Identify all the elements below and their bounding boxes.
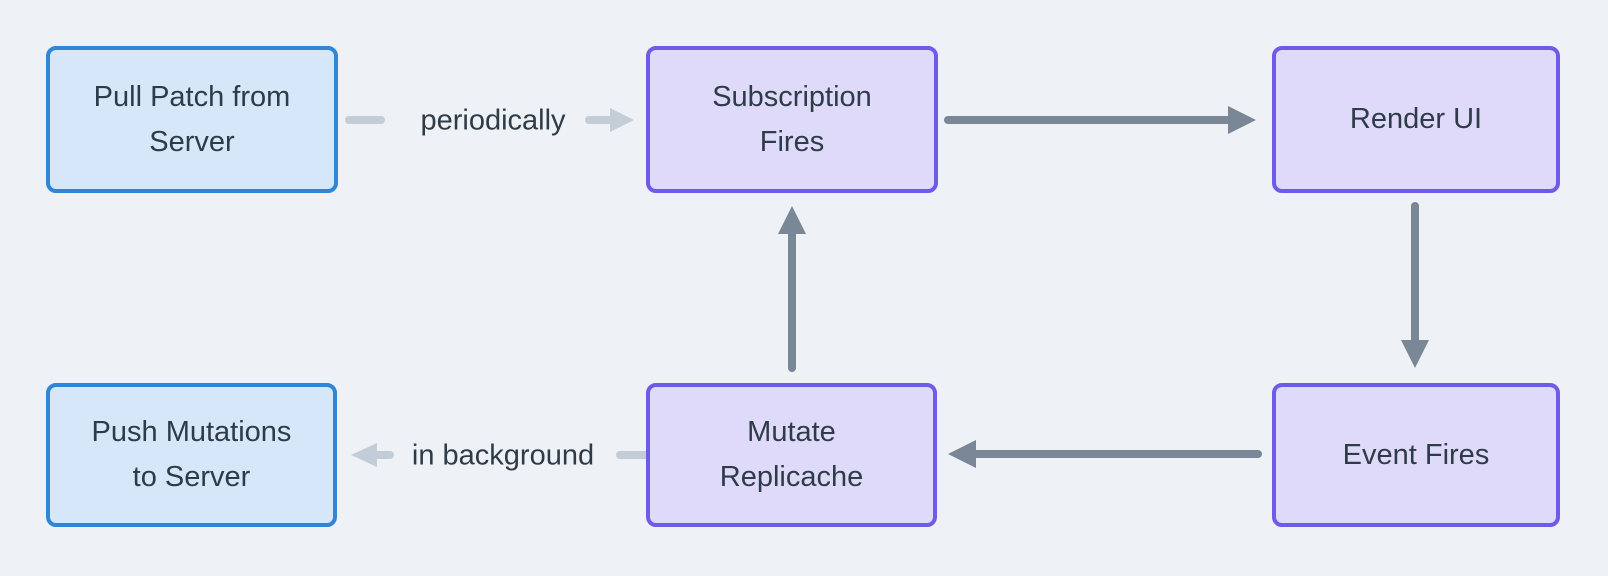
node-render-ui: Render UI [1272, 46, 1560, 193]
edge-event-to-mutate [948, 440, 1262, 468]
edge-label-periodically: periodically [420, 104, 566, 137]
node-subscription-fires: Subscription Fires [646, 46, 938, 193]
arrow-up-icon [778, 206, 806, 234]
edge-subscription-to-render [944, 106, 1256, 134]
arrow-down-icon [1401, 340, 1429, 368]
arrow-left-icon [948, 440, 976, 468]
node-pull-patch-from-server: Pull Patch from Server [46, 46, 338, 193]
node-event-fires: Event Fires [1272, 383, 1560, 527]
node-mutate-replicache: Mutate Replicache [646, 383, 937, 527]
node-push-mutations-to-server: Push Mutations to Server [46, 383, 337, 527]
edge-mutate-to-subscription [778, 206, 806, 372]
edge-label-in-background: in background [411, 439, 595, 472]
arrow-right-icon [610, 108, 634, 132]
edge-render-to-event [1401, 202, 1429, 368]
arrow-left-icon [351, 443, 377, 467]
arrow-right-icon [1228, 106, 1256, 134]
